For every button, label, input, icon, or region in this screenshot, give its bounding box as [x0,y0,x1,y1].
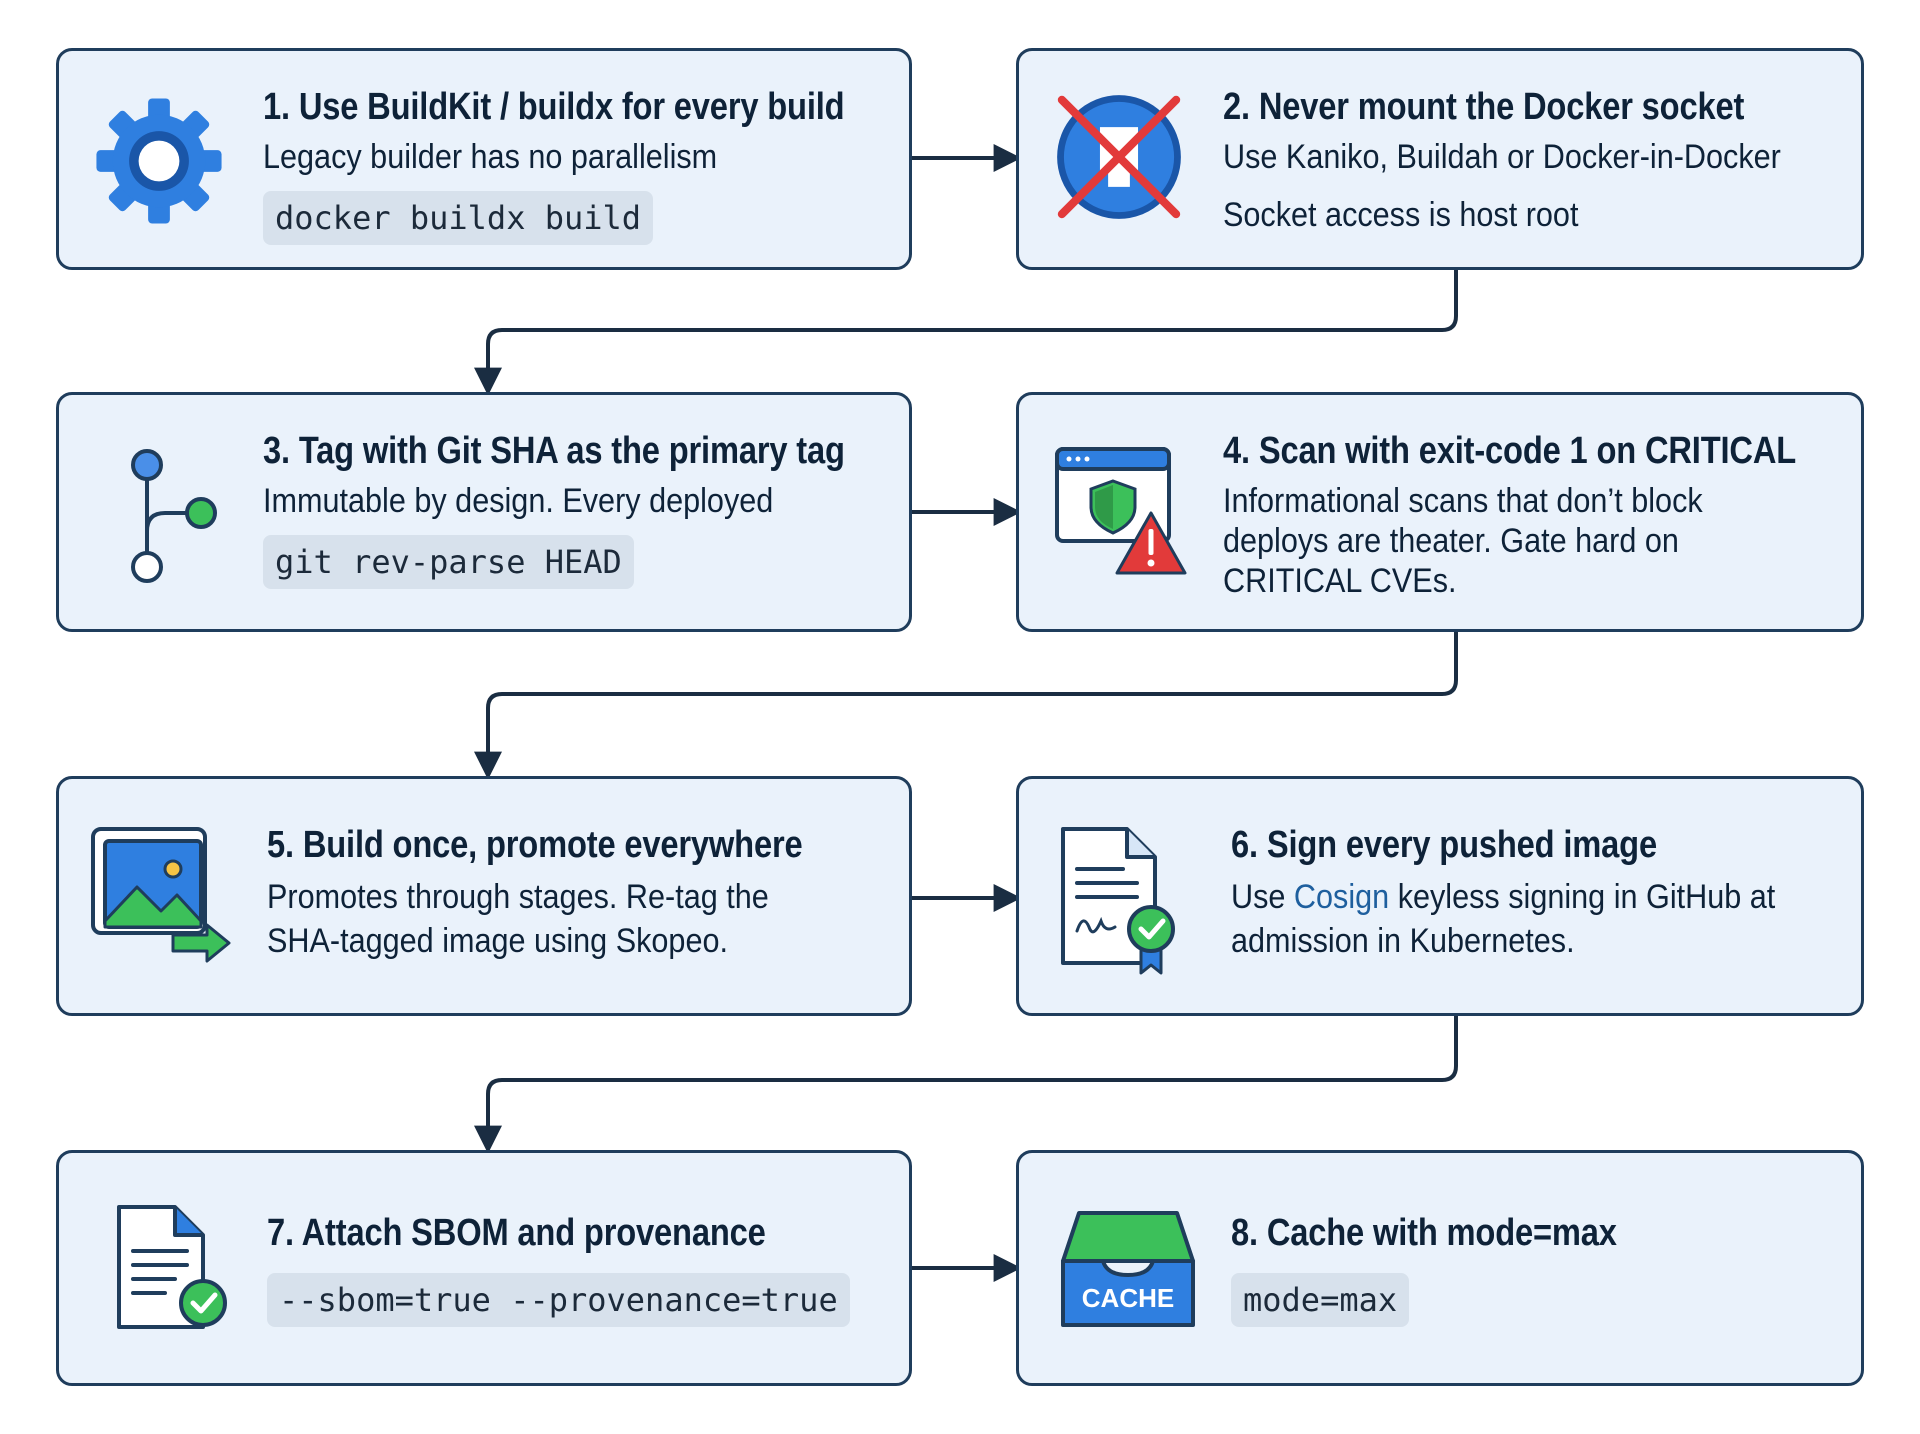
gear-icon [96,98,222,224]
step-3-desc: Immutable by design. Every deployed [263,482,774,520]
step-2-title: 2. Never mount the Docker socket [1223,86,1745,128]
step-card-6: 6. Sign every pushed image Use Cosign ke… [1016,776,1864,1016]
cache-label: CACHE [1081,1283,1175,1313]
step-3-title: 3. Tag with Git SHA as the primary tag [263,430,845,472]
step-1-desc: Legacy builder has no parallelism [263,138,718,176]
step-7-code: --sbom=true --provenance=true [267,1273,850,1327]
step-8-title: 8. Cache with mode=max [1231,1212,1617,1254]
step-5-desc-2: SHA-tagged image using Skopeo. [267,922,728,960]
arrow-6-to-7 [474,1016,1458,1154]
cosign-link-text: Cosign [1293,878,1390,916]
step-1-title: 1. Use BuildKit / buildx for every build [263,86,845,128]
document-check-icon [117,1205,227,1329]
step-6-desc-1: Use Cosign keyless signing in GitHub at [1231,878,1776,916]
image-promote-icon [91,827,231,963]
step-card-7: 7. Attach SBOM and provenance --sbom=tru… [56,1150,912,1386]
step-1-code: docker buildx build [263,191,654,245]
step-4-desc-2: deploys are theater. Gate hard on [1223,522,1679,560]
step-4-desc-1: Informational scans that don’t block [1223,482,1703,520]
step-card-4: 4. Scan with exit-code 1 on CRITICAL Inf… [1016,392,1864,632]
step-4-desc-3: CRITICAL CVEs. [1223,562,1457,600]
security-scan-warning-icon [1055,447,1187,575]
step-card-3: 3. Tag with Git SHA as the primary tag I… [56,392,912,632]
cache-box-icon: CACHE [1057,1207,1199,1331]
crossed-docker-socket-icon [1057,95,1181,219]
step-5-title: 5. Build once, promote everywhere [267,824,803,866]
step-card-1: 1. Use BuildKit / buildx for every build… [56,48,912,270]
step-2-desc-2: Socket access is host root [1223,196,1579,234]
step-8-code: mode=max [1231,1273,1410,1327]
arrow-2-to-3 [474,270,1458,396]
signed-certificate-icon [1061,827,1175,975]
step-card-2: 2. Never mount the Docker socket Use Kan… [1016,48,1864,270]
step-3-code: git rev-parse HEAD [263,535,634,589]
step-6-desc-2: admission in Kubernetes. [1231,922,1575,960]
step-2-desc-1: Use Kaniko, Buildah or Docker-in-Docker [1223,138,1781,176]
step-6-title: 6. Sign every pushed image [1231,824,1657,866]
step-7-title: 7. Attach SBOM and provenance [267,1212,766,1254]
step-4-title: 4. Scan with exit-code 1 on CRITICAL [1223,430,1797,472]
step-card-8: CACHE 8. Cache with mode=max mode=max [1016,1150,1864,1386]
step-card-5: 5. Build once, promote everywhere Promot… [56,776,912,1016]
arrow-4-to-5 [474,632,1458,780]
step-5-desc-1: Promotes through stages. Re-tag the [267,878,769,916]
git-branch-icon [131,449,217,583]
